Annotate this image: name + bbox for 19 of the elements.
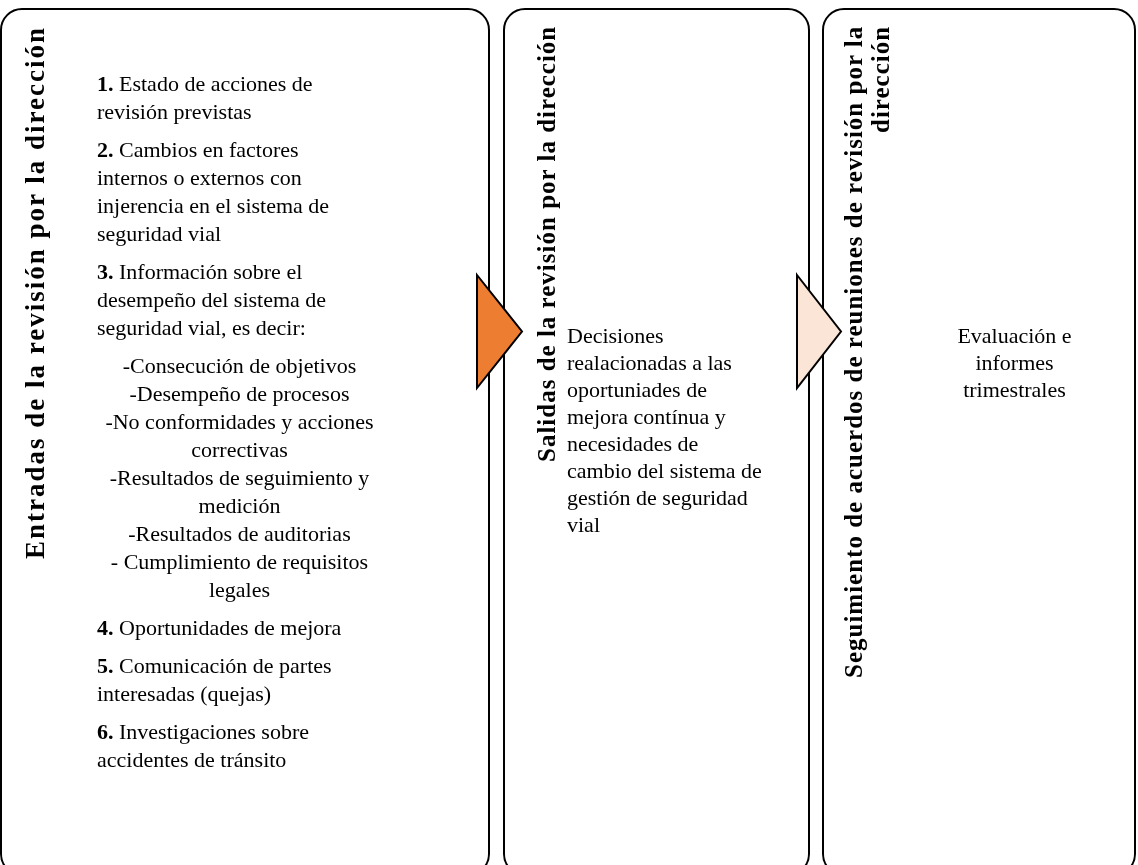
list-item: -Desempeño de procesos [128, 380, 351, 408]
vertical-heading: Seguimiento de acuerdos de reuniones de revisión por la dirección [840, 26, 894, 681]
list-item: 5. Comunicación de partes interesadas (quejas) [97, 652, 333, 708]
list-item: -Resultados de seguimiento y medición [108, 464, 371, 520]
list-item: 3. Información sobre el desempeño del sistema de seguridad vial, es decir: [97, 258, 328, 342]
chevron-arrow [796, 272, 843, 391]
list-item: -Resultados de auditorias [127, 520, 352, 548]
list-item: -Consecución de objetivos [121, 352, 358, 380]
box-text: Decisiones realacionadas a las oportuniades de mejora contínua y necesidades de cambio del sistema de gestión de seguridad vial [567, 322, 763, 538]
list-item: -No conformidades y acciones correctivas [104, 408, 375, 464]
vertical-heading: Entradas de la revisión por la dirección [20, 26, 50, 562]
list-item: - Cumplimiento de requisitos legales [109, 548, 370, 604]
vertical-heading: Salidas de la revisión por la dirección [533, 26, 561, 465]
box-text: Evaluación e informes trimestrales [956, 322, 1073, 403]
list-item: 4. Oportunidades de mejora [97, 614, 343, 642]
list-item: 6. Investigaciones sobre accidentes de tránsito [97, 718, 310, 774]
list-item: 2. Cambios en factores internos o externos con injerencia en el sistema de seguridad vial [97, 136, 331, 248]
list-item: 1. Estado de acciones de revisión previstas [97, 70, 314, 126]
chevron-arrow [476, 272, 524, 391]
